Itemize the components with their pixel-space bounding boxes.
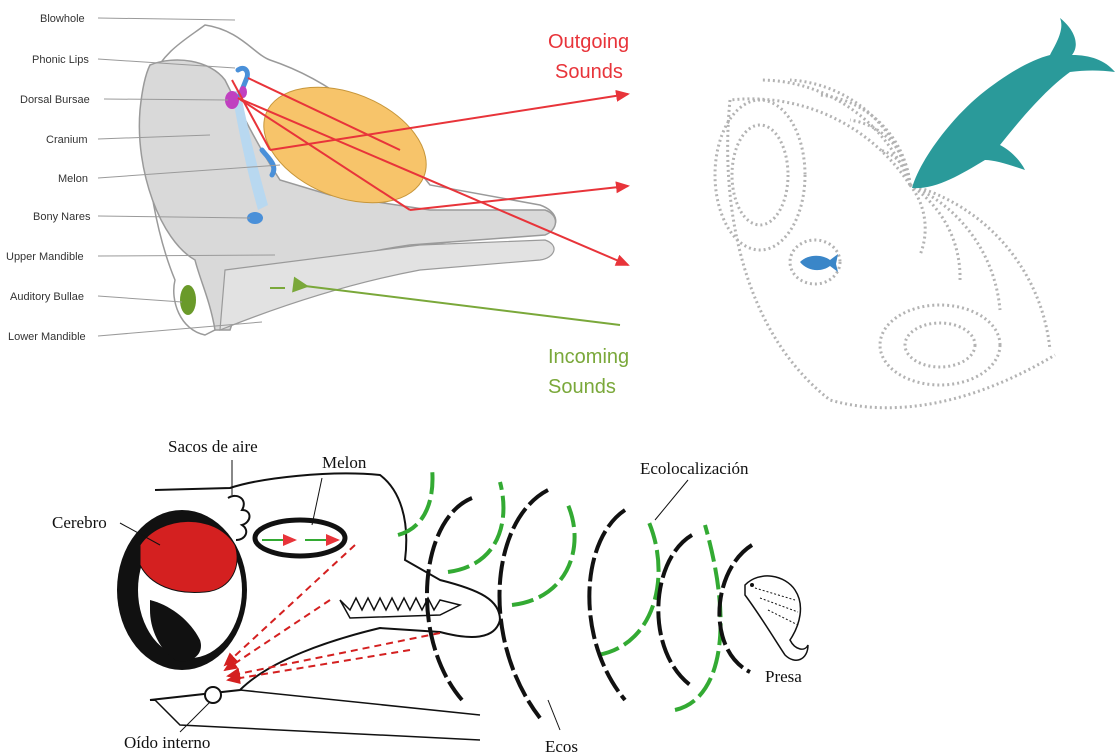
- sonar-fan-edge: [728, 100, 1055, 408]
- whale-silhouette: [912, 18, 1115, 188]
- echolocation-diagram: Sacos de aire Melon Cerebro Ecolocalizac…: [52, 437, 808, 756]
- outgoing-sounds-label-line1: Outgoing: [548, 31, 629, 53]
- leader-lower-mandible: [98, 322, 262, 336]
- brain: [140, 521, 237, 592]
- label-auditory-bullae: Auditory Bullae: [10, 291, 84, 303]
- air-sacs: [228, 496, 250, 540]
- leader-oido-interno: [180, 702, 210, 732]
- echo-ring: [905, 323, 975, 367]
- label-lower-mandible: Lower Mandible: [8, 331, 86, 343]
- incoming-sound-arrow: [305, 286, 620, 325]
- label-melon-es: Melon: [322, 453, 367, 472]
- emitted-wave: [675, 525, 721, 710]
- echo-wave: [589, 510, 625, 700]
- emitted-wave: [448, 482, 503, 572]
- sonar-picture: [715, 18, 1115, 408]
- echo-wave: [658, 535, 692, 685]
- prey-fish: [745, 576, 808, 660]
- label-cranium: Cranium: [46, 134, 88, 146]
- label-upper-mandible: Upper Mandible: [6, 251, 84, 263]
- jaw-teeth: [340, 598, 460, 618]
- label-melon: Melon: [58, 173, 88, 185]
- leader-melon-es: [312, 478, 322, 525]
- echo-path-arrow: [228, 633, 440, 676]
- anatomy-diagram: Blowhole Phonic Lips Dorsal Bursae Crani…: [6, 13, 629, 398]
- emitted-wave: [512, 505, 575, 605]
- sonar-wave: [850, 120, 910, 185]
- label-oido-interno: Oído interno: [124, 733, 210, 752]
- label-sacos-de-aire: Sacos de aire: [168, 437, 258, 456]
- label-presa: Presa: [765, 667, 802, 686]
- label-bony-nares: Bony Nares: [33, 211, 91, 223]
- sonar-wave: [790, 80, 910, 185]
- outgoing-sounds-label-line2: Sounds: [555, 61, 623, 83]
- inner-ear: [205, 687, 221, 703]
- label-blowhole: Blowhole: [40, 13, 85, 25]
- incoming-sounds-label-line2: Sounds: [548, 376, 616, 398]
- leader-auditory-bullae: [98, 296, 182, 302]
- leader-blowhole: [98, 18, 235, 20]
- outgoing-ray-middle: [410, 186, 628, 210]
- echo-path-arrow: [228, 650, 410, 680]
- fish-silhouette: [800, 254, 838, 272]
- sonar-wave: [760, 80, 910, 185]
- leader-ecos: [548, 700, 560, 730]
- emitted-wave: [598, 520, 659, 655]
- label-ecos: Ecos: [545, 737, 578, 756]
- label-cerebro: Cerebro: [52, 513, 107, 532]
- leader-ecolocalizacion: [655, 480, 688, 520]
- label-ecolocalizacion: Ecolocalización: [640, 459, 749, 478]
- echo-ring: [880, 305, 1000, 385]
- auditory-bullae-shape: [180, 285, 196, 315]
- echo-ring: [732, 125, 788, 225]
- sonar-wave: [730, 99, 910, 185]
- emitted-wave: [398, 468, 433, 535]
- label-phonic-lips: Phonic Lips: [32, 54, 89, 66]
- echo-wave: [427, 498, 472, 700]
- incoming-sounds-label-line1: Incoming: [548, 346, 629, 368]
- melon-ring: [255, 520, 345, 556]
- label-dorsal-bursae: Dorsal Bursae: [20, 94, 90, 106]
- echo-wave: [719, 545, 752, 672]
